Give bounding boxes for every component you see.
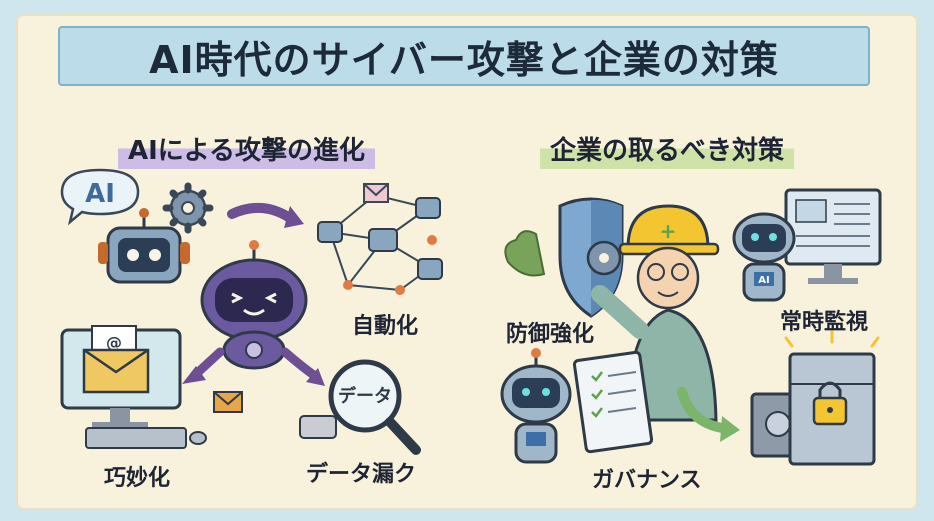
magnifier-icon: データ (328, 359, 421, 455)
network-mail-icon (363, 183, 389, 203)
monitoring-robot-badge: AI (758, 275, 769, 286)
data-stack-icon (299, 415, 337, 439)
label-sophistication: 巧妙化 (104, 466, 171, 491)
keyboard-icon (85, 427, 207, 449)
email-envelope-icon: @ (82, 325, 150, 394)
puzzle-gear-icon (586, 240, 622, 276)
svg-text:+: + (660, 219, 677, 243)
label-automation: 自動化 (352, 314, 419, 339)
arrow-right-icon (227, 203, 295, 223)
robot-blue-icon (98, 208, 190, 284)
network-robot-icon (317, 197, 443, 280)
magnifier-text: データ (338, 385, 392, 407)
label-defense: 防御強化 (506, 322, 595, 347)
robot-purple-icon (200, 240, 308, 370)
label-data-leak: データ漏ク (306, 462, 417, 487)
checklist-icon (572, 350, 654, 454)
label-governance: ガバナンス (592, 468, 702, 493)
right-section-heading: 企業の取るべき対策 (540, 128, 795, 169)
monitoring-monitor-icon (784, 188, 882, 284)
left-section-heading: AIによる攻撃の進化 (118, 128, 376, 169)
bubble-text: AI (85, 179, 115, 209)
monitoring-robot-icon: AI (732, 212, 796, 302)
small-envelope-icon (213, 391, 243, 413)
server-lock-icon (750, 352, 876, 466)
arrow-green-icon (677, 387, 727, 433)
bush-icon (504, 230, 546, 277)
arrow-down-right-icon (280, 347, 320, 381)
title-band: AI時代のサイバー攻撃と企業の対策 (58, 26, 870, 86)
page-title: AI時代のサイバー攻撃と企業の対策 (149, 37, 779, 82)
ai-speech-bubble-icon: AI (60, 168, 140, 226)
label-monitoring: 常時監視 (780, 310, 869, 335)
email-symbol: @ (106, 333, 122, 352)
engineer-icon: + (591, 204, 720, 422)
governance-robot-icon (500, 348, 572, 464)
lock-glow-icon (784, 330, 880, 348)
gear-icon (162, 182, 214, 234)
